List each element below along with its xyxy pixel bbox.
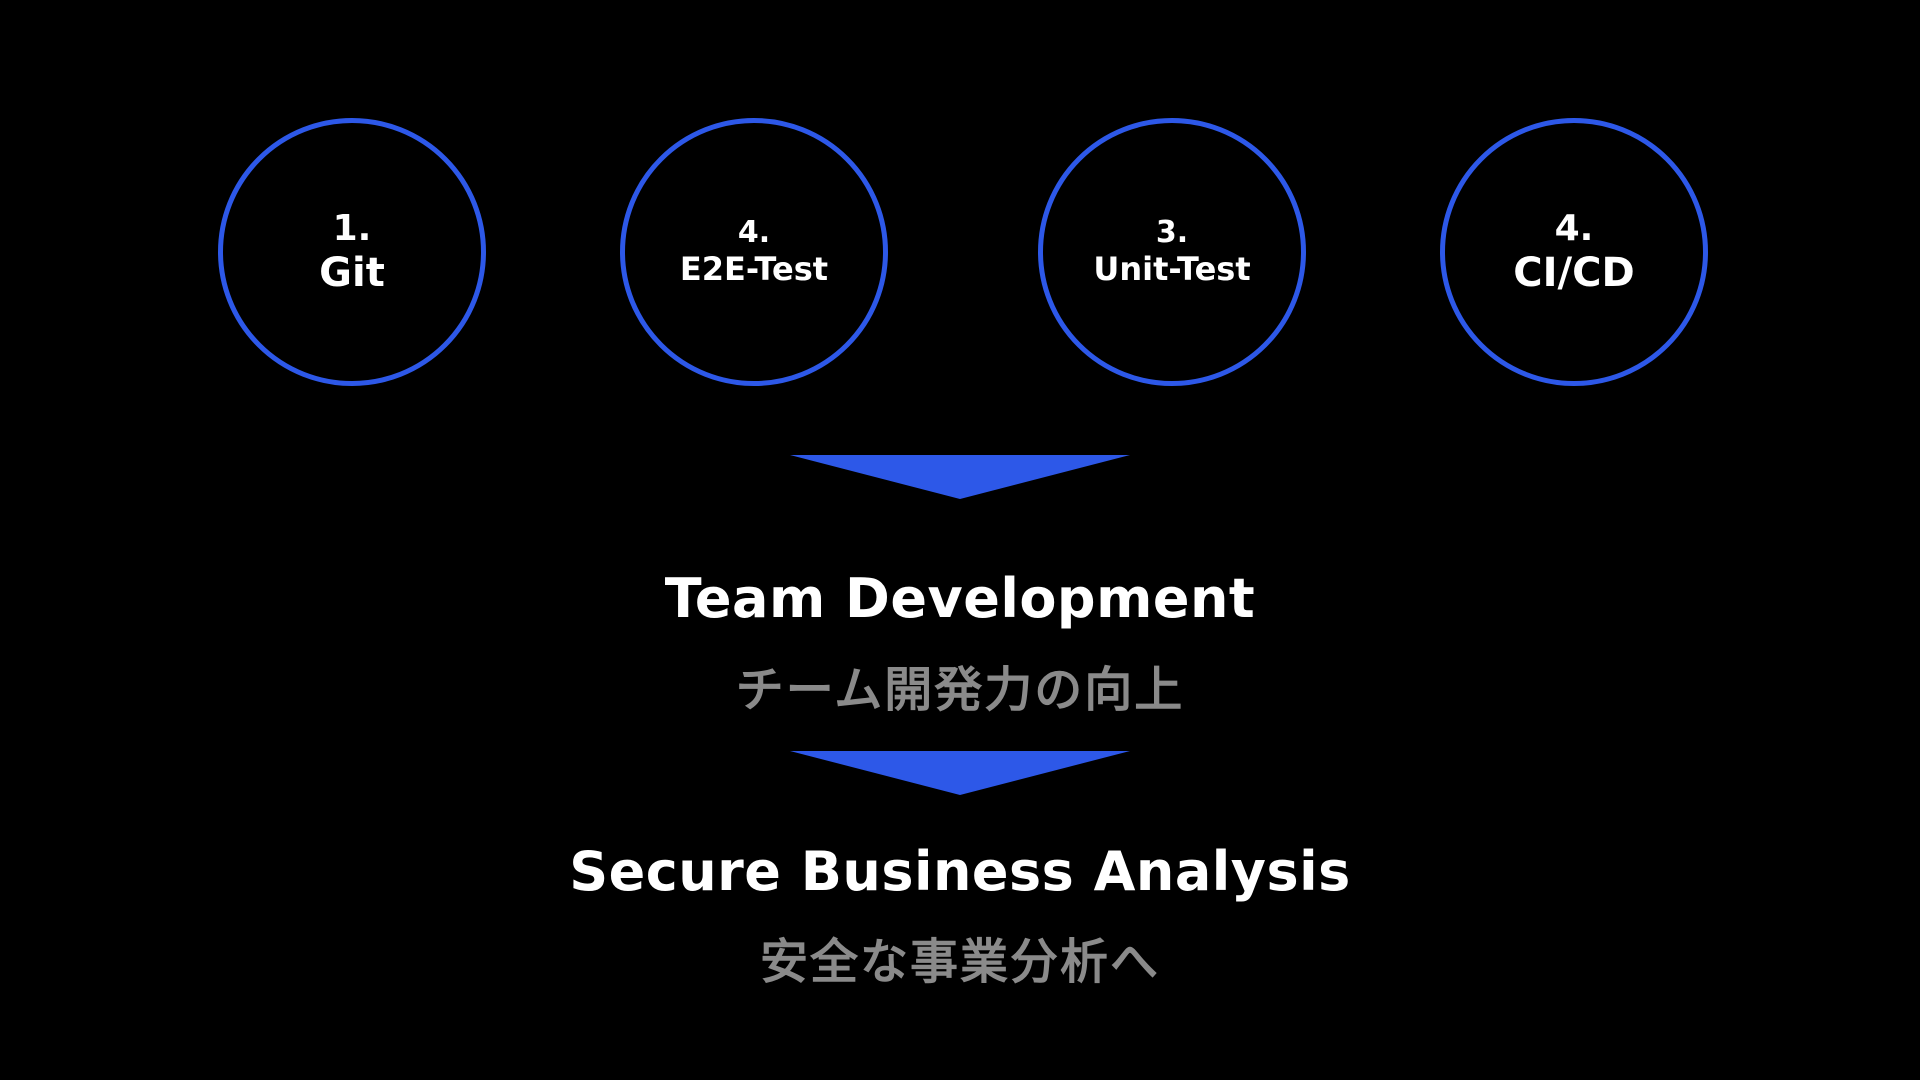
- step-circle-unit-test: 3. Unit-Test: [1038, 118, 1306, 386]
- step-circle-ci-cd: 4. CI/CD: [1440, 118, 1708, 386]
- step-number: 4.: [1554, 208, 1594, 250]
- down-arrow-icon: [790, 455, 1130, 499]
- outcome-title-team-development: Team Development: [664, 567, 1256, 630]
- step-label: Unit-Test: [1093, 249, 1251, 288]
- outcome-subtitle-team-development: チーム開発力の向上: [735, 662, 1185, 718]
- step-number: 1.: [332, 208, 372, 250]
- outcome-subtitle-secure-business-analysis: 安全な事業分析へ: [759, 934, 1160, 990]
- step-circle-git: 1. Git: [218, 118, 486, 386]
- step-label: Git: [319, 249, 385, 296]
- down-arrow-icon: [790, 751, 1130, 795]
- step-circle-e2e-test: 4. E2E-Test: [620, 118, 888, 386]
- arrow-shape: [790, 751, 1130, 795]
- arrow-shape: [790, 455, 1130, 499]
- step-label: CI/CD: [1513, 249, 1635, 296]
- step-number: 3.: [1155, 215, 1189, 251]
- step-number: 4.: [737, 215, 771, 251]
- outcome-title-secure-business-analysis: Secure Business Analysis: [569, 840, 1351, 903]
- step-label: E2E-Test: [679, 249, 829, 288]
